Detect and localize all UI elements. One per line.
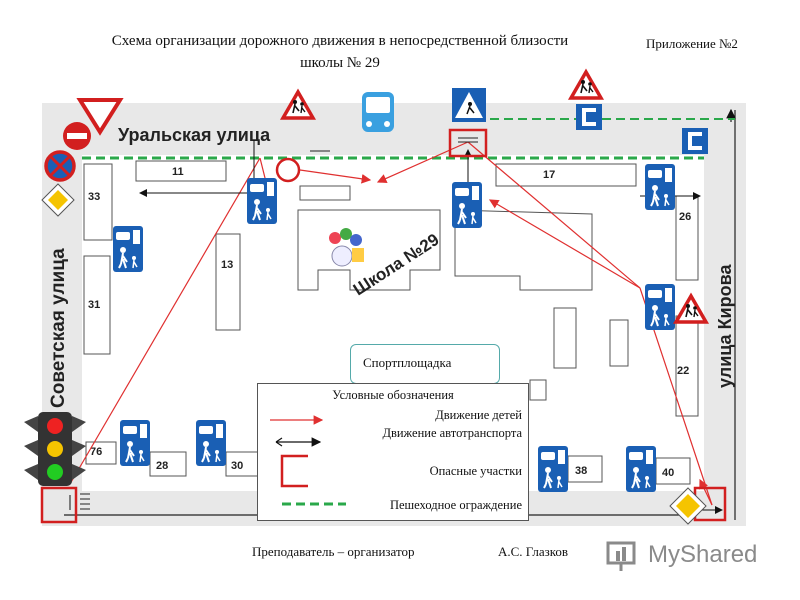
building-number: 17 [543, 169, 555, 181]
no-entry-icon [63, 122, 91, 150]
pedestrian-sign-icon [119, 419, 151, 467]
building-number: 31 [88, 299, 100, 311]
building-number: 11 [172, 166, 184, 178]
crosswalk-marks [80, 137, 478, 510]
diagram-title: Схема организации дорожного движения в н… [40, 30, 640, 74]
street-east-label: улица Кирова [715, 264, 735, 388]
building-number: 76 [90, 446, 102, 458]
watermark-logo-icon [606, 541, 636, 571]
legend-danger-label: Опасные участки [429, 464, 522, 478]
legend-vehicles-symbol [275, 437, 322, 447]
pedestrian-crossing-icon [452, 88, 486, 122]
pedestrian-sign-icon [451, 181, 483, 229]
priority-road-icon [669, 487, 707, 525]
legend-danger-symbol [280, 454, 308, 488]
street-north-label: Уральская улица [118, 125, 271, 145]
legend: Условные обозначения Движение детей Движ… [257, 383, 529, 521]
footer-name: А.С. Глазков [498, 544, 569, 559]
pedestrian-sign-icon [246, 177, 278, 225]
title-line-2: школы № 29 [300, 55, 380, 71]
yield-sign-icon [76, 98, 124, 136]
sports-ground-label: Спортплощадка [363, 355, 452, 370]
building-11 [135, 160, 227, 182]
danger-zone [275, 157, 301, 183]
legend-children-symbol [270, 415, 324, 425]
pedestrian-sign-icon [644, 163, 676, 211]
legend-vehicles-label: Движение автотранспорта [382, 426, 522, 440]
watermark-text: MyShared [648, 541, 758, 568]
turn-sign-icon [576, 104, 602, 130]
legend-fence-symbol [282, 502, 346, 506]
school-building [297, 209, 593, 291]
building-numbers: 11 17 33 13 26 31 22 76 28 30 38 40 [88, 166, 691, 479]
priority-road-icon [41, 183, 75, 217]
school-annex [299, 185, 351, 201]
building-number: 28 [156, 460, 168, 472]
danger-zone [448, 128, 488, 158]
building-number: 30 [231, 460, 243, 472]
pedestrian-sign-icon [195, 419, 227, 467]
danger-zone [40, 486, 78, 524]
traffic-light-icon [24, 412, 86, 486]
school-mascot-icon [329, 228, 364, 267]
appendix-label: Приложение №2 [646, 36, 738, 51]
legend-fence-label: Пешеходное ограждение [389, 498, 522, 512]
sports-ground: Спортплощадка [350, 344, 500, 384]
pedestrian-sign-icon [112, 225, 144, 273]
title-line-1: Схема организации дорожного движения в н… [111, 33, 569, 49]
street-west-label: Советская улица [48, 248, 69, 408]
legend-title: Условные обозначения [332, 388, 454, 402]
pedestrian-sign-icon [625, 445, 657, 493]
building-number: 26 [679, 211, 691, 223]
pedestrian-sign-icon [644, 283, 676, 331]
pedestrian-sign-icon [537, 445, 569, 493]
building-number: 33 [88, 191, 100, 203]
legend-children-label: Движение детей [435, 408, 522, 422]
building-number: 22 [677, 365, 689, 377]
building-number: 38 [575, 465, 587, 477]
no-stopping-icon [44, 150, 76, 182]
building-number: 40 [662, 467, 674, 479]
danger-zones [40, 128, 727, 524]
buildings [83, 160, 699, 485]
turn-sign-icon [682, 128, 708, 154]
bus-stop-icon [362, 92, 394, 132]
building-number: 13 [221, 259, 233, 271]
watermark: MyShared [606, 535, 776, 575]
footer-role: Преподаватель – организатор [252, 544, 415, 559]
children-warning-icon [569, 70, 603, 100]
